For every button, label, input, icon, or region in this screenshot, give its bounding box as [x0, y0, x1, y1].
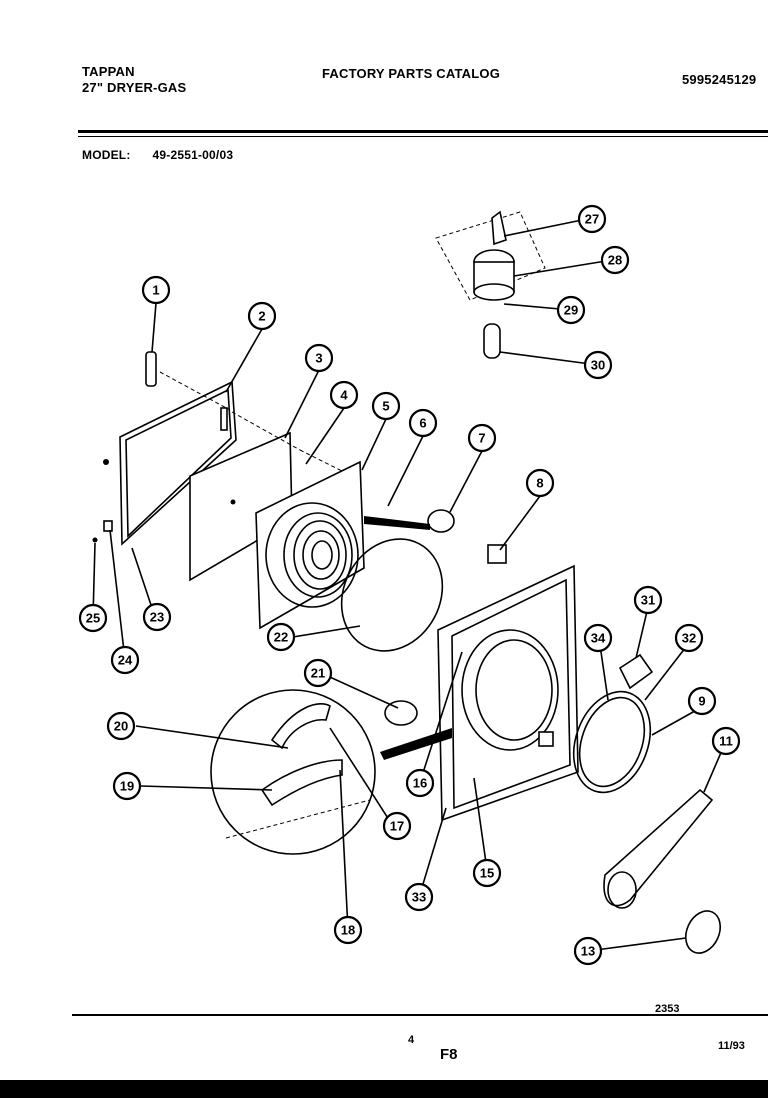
callout-7: 7	[467, 423, 497, 453]
callout-32: 32	[674, 623, 704, 653]
callout-1: 1	[141, 275, 171, 305]
callout-11: 11	[711, 726, 741, 756]
callout-34: 34	[583, 623, 613, 653]
svg-text:19: 19	[120, 779, 134, 794]
door-latch	[220, 407, 228, 431]
svg-text:15: 15	[480, 866, 494, 881]
callout-25: 25	[78, 603, 108, 633]
part-switch-7	[427, 509, 455, 533]
callout-8: 8	[525, 468, 555, 498]
model-line: MODEL: 49-2551-00/03	[82, 148, 255, 163]
svg-text:16: 16	[413, 776, 427, 791]
callout-23: 23	[142, 602, 172, 632]
catalog-date: 11/93	[718, 1040, 745, 1052]
figure-number: 2353	[655, 1003, 680, 1015]
svg-text:28: 28	[608, 253, 622, 268]
page-number: 4	[408, 1034, 415, 1046]
svg-text:5: 5	[382, 399, 389, 414]
part-seal-9	[572, 690, 652, 794]
svg-text:25: 25	[86, 611, 100, 626]
product-title: 27" DRYER-GAS	[82, 80, 187, 95]
part-inner-door-5	[255, 460, 365, 630]
svg-text:7: 7	[478, 431, 485, 446]
svg-text:27: 27	[585, 212, 599, 227]
svg-text:3: 3	[315, 351, 322, 366]
svg-text:21: 21	[311, 666, 325, 681]
svg-text:13: 13	[581, 944, 595, 959]
callout-3: 3	[304, 343, 334, 373]
part-door-2	[119, 380, 237, 546]
part-21	[384, 700, 418, 726]
svg-text:22: 22	[274, 630, 288, 645]
callout-4: 4	[329, 380, 359, 410]
callout-31: 31	[633, 585, 663, 615]
callout-24: 24	[110, 645, 140, 675]
callouts: 1 2 3 4 5 6 7 8 9 11 13 15 16 17 18 19 2…	[78, 204, 741, 966]
svg-text:24: 24	[118, 653, 133, 668]
part-lamp-bulb-30	[483, 323, 501, 359]
callout-29: 29	[556, 295, 586, 325]
callout-19: 19	[112, 771, 142, 801]
callout-6: 6	[408, 408, 438, 438]
part-lamp-socket-27	[491, 210, 507, 246]
svg-text:31: 31	[641, 593, 655, 608]
callout-21: 21	[303, 658, 333, 688]
callout-16: 16	[405, 768, 435, 798]
svg-text:32: 32	[682, 631, 696, 646]
section-code: F8	[440, 1046, 458, 1063]
callout-9: 9	[687, 686, 717, 716]
part-gasket-22	[340, 538, 444, 652]
svg-text:6: 6	[419, 416, 426, 431]
callout-13: 13	[573, 936, 603, 966]
callout-22: 22	[266, 622, 296, 652]
part-bracket-11	[603, 788, 714, 907]
svg-text:18: 18	[341, 923, 355, 938]
svg-text:33: 33	[412, 890, 426, 905]
callout-33: 33	[404, 882, 434, 912]
part-ring-13	[684, 910, 722, 954]
detail-magnifier	[210, 689, 376, 855]
catalog-title: FACTORY PARTS CATALOG	[322, 66, 501, 81]
svg-text:4: 4	[340, 388, 348, 403]
svg-text:8: 8	[536, 476, 543, 491]
catalog-part-number: 5995245129	[682, 72, 757, 87]
svg-text:1: 1	[152, 283, 159, 298]
callout-2: 2	[247, 301, 277, 331]
header-divider	[78, 130, 768, 133]
callout-17: 17	[382, 811, 412, 841]
scan-edge-bar	[0, 1080, 768, 1098]
part-bracket-8	[487, 544, 507, 564]
brand-name: TAPPAN	[82, 64, 135, 79]
svg-text:23: 23	[150, 610, 164, 625]
svg-text:9: 9	[698, 694, 705, 709]
part-front-panel-33	[437, 564, 579, 822]
callout-20: 20	[106, 711, 136, 741]
callout-18: 18	[333, 915, 363, 945]
svg-text:2: 2	[258, 309, 265, 324]
callout-30: 30	[583, 350, 613, 380]
part-lint-31	[618, 653, 654, 690]
part-hinge-1	[145, 351, 157, 387]
diagram-art	[92, 210, 722, 954]
svg-text:20: 20	[114, 719, 128, 734]
svg-text:34: 34	[591, 631, 606, 646]
callout-15: 15	[472, 858, 502, 888]
callout-5: 5	[371, 391, 401, 421]
header-divider-thin	[78, 136, 768, 137]
leader-lines	[92, 219, 727, 952]
svg-text:17: 17	[390, 819, 404, 834]
svg-text:11: 11	[719, 734, 733, 749]
svg-text:30: 30	[591, 358, 605, 373]
callout-28: 28	[600, 245, 630, 275]
svg-text:29: 29	[564, 303, 578, 318]
footer-divider	[72, 1014, 768, 1016]
model-number: 49-2551-00/03	[152, 148, 234, 162]
model-label: MODEL:	[82, 148, 131, 162]
callout-27: 27	[577, 204, 607, 234]
